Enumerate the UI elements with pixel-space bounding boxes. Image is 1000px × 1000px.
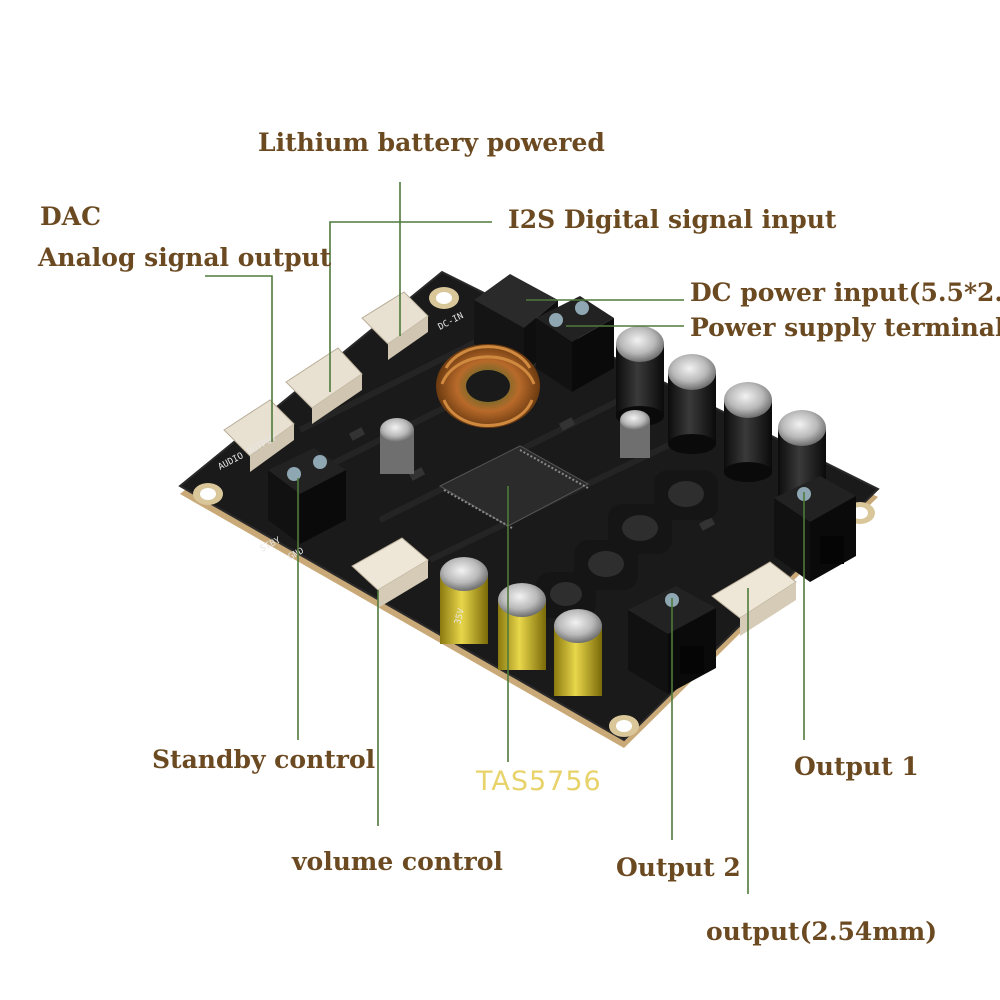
label-power-terminal: Power supply terminal: [690, 313, 1000, 342]
label-i2s: I2S Digital signal input: [508, 205, 837, 234]
power-inductors: [536, 470, 718, 618]
label-lithium: Lithium battery powered: [258, 128, 605, 157]
toroid-inductor: [436, 344, 540, 428]
label-output-254: output(2.54mm): [706, 917, 937, 946]
jst-header-i2s: [285, 347, 363, 424]
silk-cap-35v: 35V: [453, 607, 467, 626]
output-capacitors: [440, 557, 602, 696]
jst-header-dac: [223, 399, 295, 472]
leader-dac: [205, 275, 273, 442]
standby-terminal: [268, 448, 346, 544]
output-254-header: [711, 561, 797, 636]
tas5756-chip: [438, 445, 590, 529]
volume-header: [351, 537, 429, 608]
output1-terminal: [774, 476, 856, 582]
leader-i2s: [329, 221, 492, 392]
label-volume: volume control: [291, 847, 503, 876]
leader-lines: [205, 182, 805, 894]
label-analog-output: Analog signal output: [37, 243, 332, 272]
power-terminal-block: [536, 296, 614, 392]
label-output2: Output 2: [616, 853, 741, 882]
label-chip: TAS5756: [475, 766, 602, 797]
label-dc-input: DC power input(5.5*2.5): [690, 278, 1000, 307]
label-output1: Output 1: [794, 752, 919, 781]
jst-header-battery: [361, 291, 429, 360]
label-standby: Standby control: [152, 745, 375, 774]
label-dac: DAC: [40, 202, 101, 231]
